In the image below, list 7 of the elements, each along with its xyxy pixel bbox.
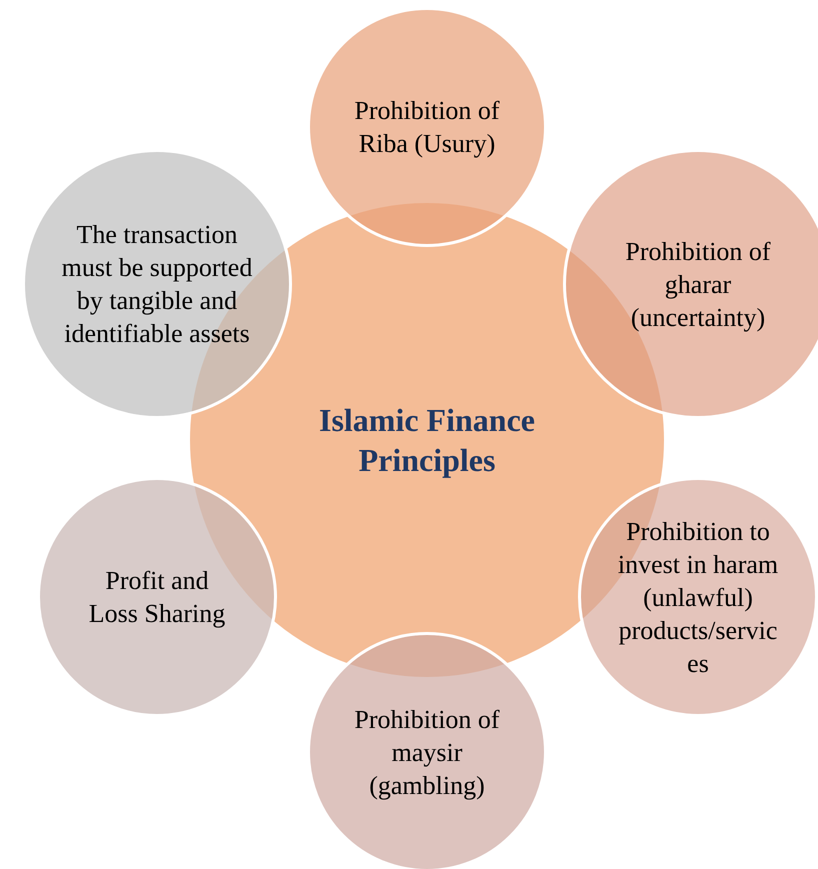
principle-text: The transaction must be supported by tangible and identifiable assets: [60, 219, 254, 350]
principle-text: Prohibition of maysir (gambling): [353, 704, 501, 802]
title-text: Islamic Finance Principles: [318, 401, 536, 480]
principle-text: Prohibition to invest in haram (unlawful) products/services: [616, 516, 780, 680]
principle-text: Prohibition of Riba (Usury): [353, 95, 501, 160]
principle-text: Prohibition of gharar (uncertainty): [624, 236, 772, 334]
principle-text: Profit and Loss Sharing: [88, 565, 226, 630]
